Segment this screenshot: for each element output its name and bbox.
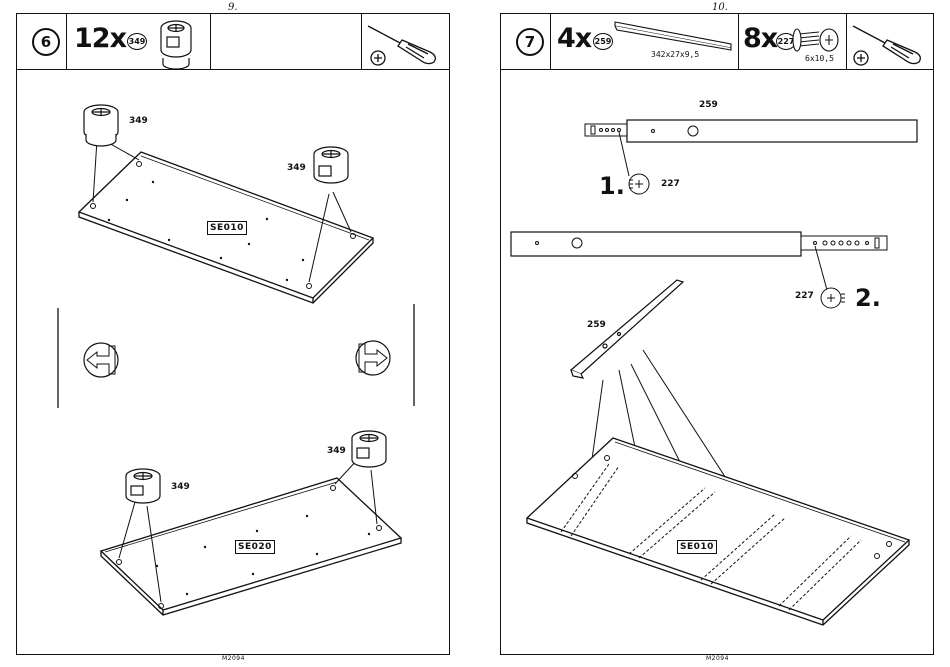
- cam-lock-fitting-icon: [126, 469, 160, 503]
- runner-label: 259: [699, 100, 718, 110]
- part-callout: 349: [129, 116, 148, 126]
- screw-head-icon: [629, 174, 649, 194]
- runner-label: 259: [587, 320, 606, 330]
- rotate-right-icon: [356, 341, 390, 375]
- panel-label: SE010: [677, 540, 717, 554]
- substep-number: 1.: [599, 172, 625, 200]
- screw-label: 227: [661, 179, 680, 189]
- cam-lock-fitting-icon: [314, 147, 348, 183]
- part-callout: 349: [287, 163, 306, 173]
- part-callout: 349: [171, 482, 190, 492]
- cam-lock-fitting-icon: [352, 431, 386, 467]
- assembly-diagram-step-7: [501, 14, 935, 656]
- part-callout: 349: [327, 446, 346, 456]
- screw-head-icon: [821, 288, 845, 308]
- cam-lock-fitting-icon: [84, 105, 118, 146]
- drawer-runner-259: [585, 120, 917, 142]
- instruction-page-left: 6 12x 349: [16, 13, 450, 655]
- assembly-diagram-step-6: [17, 14, 451, 656]
- panel-label: SE010: [207, 221, 247, 235]
- page-number: 10.: [712, 2, 728, 13]
- drawer-runner-259: [511, 232, 887, 256]
- page-number: 9.: [228, 2, 238, 13]
- panel-label: SE020: [235, 540, 275, 554]
- substep-number: 2.: [855, 284, 881, 312]
- document-code: M2094: [706, 655, 729, 662]
- instruction-page-right: 7 4x 259 342x27x9,5 8x 227: [500, 13, 934, 655]
- rotate-left-icon: [84, 343, 118, 377]
- document-code: M2094: [222, 655, 245, 662]
- screw-label: 227: [795, 291, 814, 301]
